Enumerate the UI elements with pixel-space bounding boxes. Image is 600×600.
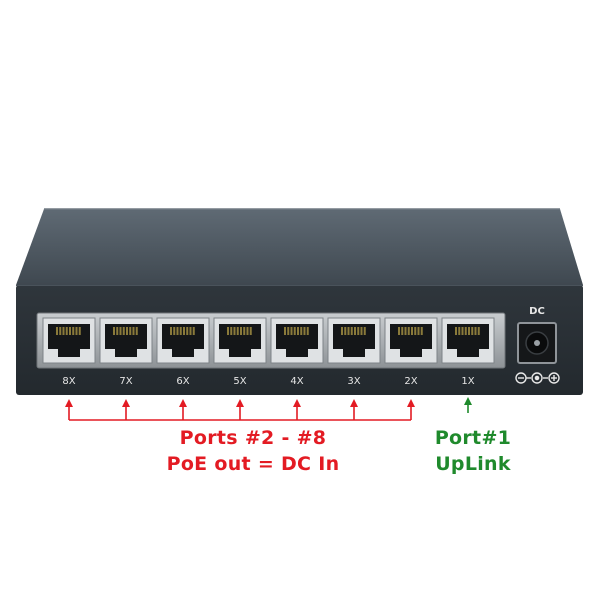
rj45-port-8x[interactable]	[42, 317, 96, 364]
uplink-port-arrow-icon	[464, 397, 472, 413]
uplink-port-callout: Port#1 UpLink	[418, 425, 528, 477]
rj45-port-1x[interactable]	[441, 317, 495, 364]
port-label-row: 8X 7X 6X 5X 4X 3X 2X 1X	[62, 376, 474, 387]
poe-ports-bracket	[65, 399, 415, 421]
rj45-port-6x[interactable]	[156, 317, 210, 364]
uplink-arrow-icon	[464, 397, 472, 413]
rj45-port-4x[interactable]	[270, 317, 324, 364]
poe-callout-line2: PoE out = DC In	[166, 453, 340, 475]
poe-arrow-icon	[65, 399, 73, 420]
port-label: 6X	[176, 376, 189, 387]
poe-arrow-icon	[407, 399, 415, 420]
poe-arrow-icon	[122, 399, 130, 420]
poe-arrow-icon	[350, 399, 358, 420]
rj45-port-5x[interactable]	[213, 317, 267, 364]
port-label: 2X	[404, 376, 417, 387]
uplink-callout-line1: Port#1	[434, 427, 512, 449]
poe-arrow-icon	[293, 399, 301, 420]
port-label: 3X	[347, 376, 360, 387]
poe-arrow-icon	[236, 399, 244, 420]
polarity-symbol-icon	[515, 372, 560, 384]
port-label: 5X	[233, 376, 246, 387]
dc-label: DC	[529, 306, 545, 317]
port-label: 7X	[119, 376, 132, 387]
rj45-port-row	[42, 317, 495, 364]
port-label: 4X	[290, 376, 303, 387]
poe-callout-line1: Ports #2 - #8	[179, 427, 327, 449]
poe-ports-callout: Ports #2 - #8 PoE out = DC In	[118, 425, 388, 477]
dc-power-jack[interactable]	[517, 322, 557, 364]
rj45-port-7x[interactable]	[99, 317, 153, 364]
rj45-port-3x[interactable]	[327, 317, 381, 364]
uplink-callout-line2: UpLink	[435, 453, 511, 475]
port-label: 1X	[461, 376, 474, 387]
rj45-port-2x[interactable]	[384, 317, 438, 364]
poe-arrow-icon	[179, 399, 187, 420]
switch-top-face	[16, 209, 583, 285]
port-label: 8X	[62, 376, 75, 387]
